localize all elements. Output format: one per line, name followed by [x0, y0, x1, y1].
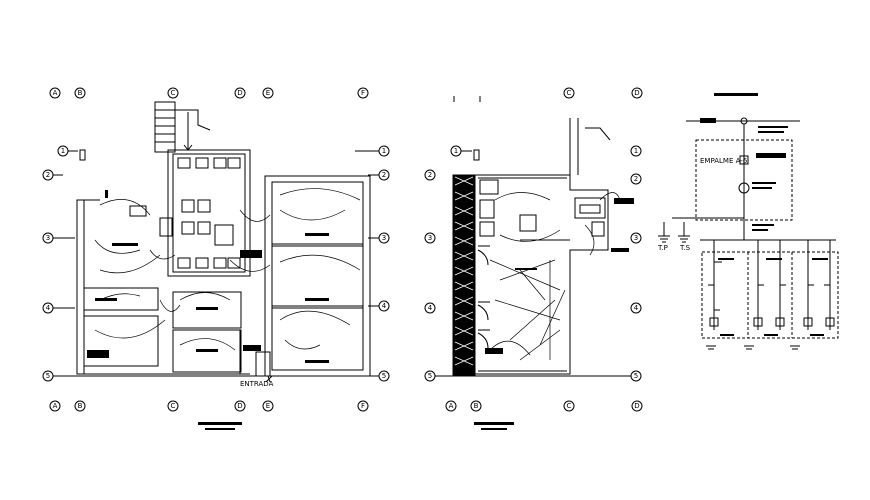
svg-text:C: C [171, 89, 176, 97]
svg-text:2: 2 [634, 175, 638, 183]
svg-text:D: D [237, 89, 242, 97]
svg-text:A: A [53, 89, 58, 97]
svg-text:4: 4 [46, 304, 51, 312]
plan1-wiring [94, 188, 361, 351]
svg-text:2: 2 [428, 171, 432, 179]
svg-text:1: 1 [382, 147, 386, 155]
entrance-label: ENTRADA [240, 380, 274, 388]
plan-1 [42, 87, 390, 412]
plan1-col-bubbles-bottom [49, 400, 369, 412]
plan2-labels [474, 198, 634, 430]
plan1-labels [87, 190, 329, 430]
plan2-wiring [489, 192, 621, 361]
svg-text:B: B [78, 89, 83, 97]
svg-text:D: D [634, 402, 639, 410]
plan1-col-bubbles-top [49, 87, 369, 99]
svg-text:F: F [361, 402, 365, 410]
svg-text:B: B [78, 402, 83, 410]
svg-text:C: C [171, 402, 176, 410]
svg-text:5: 5 [46, 372, 50, 380]
svg-text:4: 4 [428, 304, 433, 312]
svg-text:F: F [361, 89, 365, 97]
svg-text:2: 2 [382, 171, 386, 179]
svg-text:4: 4 [382, 302, 387, 310]
svg-text:E: E [266, 402, 270, 410]
plan1-bubble-text: A B C D E F A B C D E F 1 2 3 4 5 1 2 3 … [46, 89, 387, 410]
svg-text:A: A [53, 402, 58, 410]
svg-text:3: 3 [382, 234, 386, 242]
svg-text:3: 3 [46, 234, 50, 242]
svg-text:4: 4 [634, 304, 639, 312]
plan1-fixtures [129, 157, 241, 269]
svg-text:D: D [237, 402, 242, 410]
breaker-symbols [709, 317, 835, 327]
svg-text:D: D [634, 89, 639, 97]
svg-text:B: B [474, 402, 479, 410]
svg-text:C: C [567, 402, 572, 410]
svg-text:1: 1 [61, 147, 65, 155]
plan-2 [424, 87, 643, 412]
svg-text:5: 5 [382, 372, 386, 380]
plan2-bubble-text: C D A B C D 1 2 3 4 5 1 2 3 4 5 [428, 89, 640, 410]
svg-text:3: 3 [428, 234, 432, 242]
ground-label-tp: T.P [657, 244, 668, 252]
svg-text:5: 5 [428, 372, 432, 380]
svg-text:5: 5 [634, 372, 638, 380]
ground-label-ts: T.S [679, 244, 691, 252]
meter-label: EMPALME A-6 [700, 157, 748, 165]
svg-text:1: 1 [634, 147, 638, 155]
svg-text:3: 3 [634, 234, 638, 242]
svg-text:E: E [266, 89, 270, 97]
svg-text:2: 2 [46, 171, 50, 179]
svg-text:A: A [449, 402, 454, 410]
svg-text:C: C [567, 89, 572, 97]
svg-text:1: 1 [454, 147, 458, 155]
schematic-labels [700, 93, 828, 336]
single-line-diagram [658, 117, 839, 350]
